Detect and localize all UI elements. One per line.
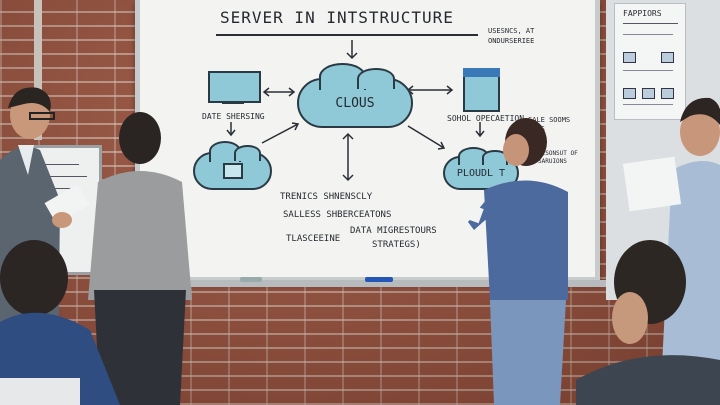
board-note: USESNCS, AT ONDURSERIEE [488,27,535,45]
poster-icon [623,52,636,63]
marker [240,277,262,282]
person-woman-grey [88,112,192,405]
diagram-label: SOHOL OPECAETION [447,114,525,123]
poster-icon [661,88,674,99]
monitor-stand [222,101,244,104]
whiteboard-tray [130,280,606,287]
board-title: SERVER IN INTSTRUCTURE [220,8,454,27]
poster-icon [623,88,636,99]
list-line: TRENICS SHNENSCLY [280,192,373,202]
side-note: MESONSUT OF SARUIONS [538,150,578,165]
person-woman-blue [457,118,568,405]
person-man-right [622,97,720,405]
person-seated-right [576,240,720,405]
wall-pipe [34,0,42,140]
list-line: TLASCEEINE [286,234,341,244]
title-underline [216,34,478,36]
cloud-label: CLOUS [335,95,375,111]
diagram-label: DATE SHERSING [202,112,265,121]
monitor-icon [222,163,243,179]
poster-icon [661,52,674,63]
cloud-label: PLOUDL T [456,167,506,179]
cloud-icon: CLOUS [297,62,413,128]
wall-poster: FAPPIORS [614,3,686,120]
monitor-icon [208,71,261,103]
list-line: STRATEGS) [372,240,421,250]
list-line: SALLESS SHBERCEATONS [283,210,392,220]
list-line: DATA MIGRESTOURS [350,226,437,236]
person-seated-left [0,240,120,405]
poster-icon [642,88,655,99]
poster-title: FAPPIORS [623,9,662,18]
cloud-icon [193,141,272,190]
marker [365,277,393,282]
server-top [463,68,500,77]
